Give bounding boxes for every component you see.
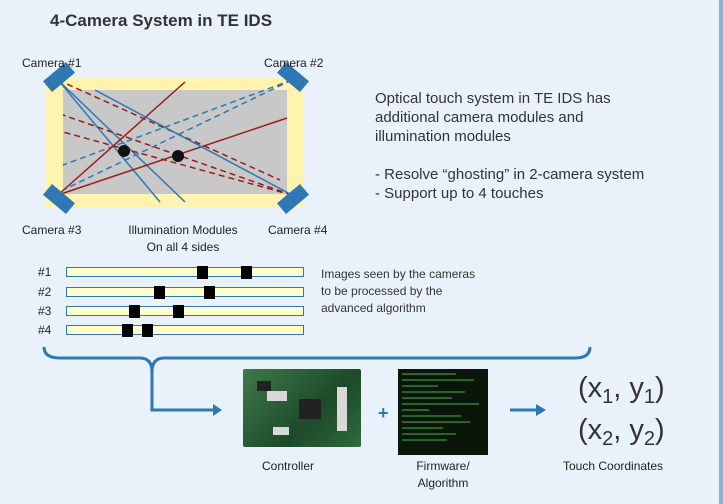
description-block: Optical touch system in TE IDS has addit… <box>375 89 644 203</box>
images-caption-line1: Images seen by the cameras <box>321 267 476 281</box>
controller-label: Controller <box>262 459 315 473</box>
bullet-touches: - Support up to 4 touches <box>375 185 544 202</box>
strip-label: #1 <box>38 265 52 279</box>
firmware-label: Firmware/ Algorithm <box>408 459 478 490</box>
arrow-right-icon <box>536 404 546 416</box>
touch-point <box>172 150 184 162</box>
illumination-line1: Illumination Modules <box>128 223 238 237</box>
firmware-label-line2: Algorithm <box>417 476 469 490</box>
touch-shadow <box>197 266 208 279</box>
camera-3-label: Camera #3 <box>22 223 82 237</box>
board-chip <box>299 399 321 419</box>
ray <box>57 79 161 203</box>
board-connector <box>267 391 287 401</box>
strip-label: #2 <box>38 285 52 299</box>
description-line3: illumination modules <box>375 128 511 145</box>
slide-title: 4-Camera System in TE IDS <box>50 11 273 30</box>
ray <box>57 79 186 203</box>
illumination-line2: On all 4 sides <box>146 240 220 254</box>
camera-icon <box>43 61 75 93</box>
coordinate-1: (x1, y1) <box>578 372 665 409</box>
coord-text: ) <box>655 414 665 446</box>
coord-text: , y <box>613 372 644 404</box>
coordinate-2: (x2, y2) <box>578 414 665 451</box>
camera-image-strip <box>66 305 304 318</box>
board-connector <box>273 427 289 435</box>
camera-image-strip <box>66 286 304 299</box>
camera-image-strip <box>66 324 304 337</box>
camera-icon <box>43 183 75 215</box>
plus-sign: + <box>378 403 389 423</box>
flow-arrow <box>150 372 213 412</box>
camera-icon <box>277 61 309 93</box>
camera-1-label: Camera #1 <box>22 56 82 70</box>
ray <box>62 79 293 191</box>
strip-label: #3 <box>38 304 52 318</box>
images-caption-line3: advanced algorithm <box>321 301 426 315</box>
camera-4-label: Camera #4 <box>268 223 328 237</box>
ray <box>57 81 186 196</box>
touch-shadow <box>129 305 140 318</box>
arrow-right-icon <box>213 404 222 416</box>
camera-icon <box>277 183 309 215</box>
controller-board-image <box>243 369 361 447</box>
coord-sub: 2 <box>643 428 656 450</box>
board-connector <box>337 387 347 431</box>
description-line1: Optical touch system in TE IDS has <box>375 90 611 107</box>
board-chip <box>257 381 271 391</box>
touch-shadow <box>241 266 252 279</box>
coord-text: , y <box>613 414 644 446</box>
description-line2: additional camera modules and <box>375 109 584 126</box>
touch-shadow <box>173 305 184 318</box>
touch-shadow <box>154 286 165 299</box>
camera-image-strip <box>66 266 304 279</box>
ray <box>62 79 293 166</box>
touch-coordinates-label: Touch Coordinates <box>563 459 664 473</box>
coord-sub: 1 <box>602 386 614 408</box>
illumination-label: Illumination Modules On all 4 sides <box>118 223 248 254</box>
bullet-ghosting: - Resolve “ghosting” in 2-camera system <box>375 166 645 183</box>
images-caption: Images seen by the cameras to be process… <box>321 266 475 317</box>
touch-shadow <box>204 286 215 299</box>
coord-sub: 2 <box>602 428 614 450</box>
firmware-code-image <box>398 369 488 455</box>
screen-area <box>63 90 287 194</box>
touch-shadow <box>122 324 133 337</box>
firmware-label-line1: Firmware/ <box>416 459 470 473</box>
coord-text: (x <box>578 372 603 404</box>
touch-shadow <box>142 324 153 337</box>
touch-point <box>118 145 130 157</box>
coord-sub: 1 <box>643 386 656 408</box>
images-caption-line2: to be processed by the <box>321 284 443 298</box>
coord-text: (x <box>578 414 603 446</box>
coord-text: ) <box>655 372 665 404</box>
ray <box>94 89 293 196</box>
camera-2-label: Camera #2 <box>264 56 324 70</box>
strip-label: #4 <box>38 323 52 337</box>
